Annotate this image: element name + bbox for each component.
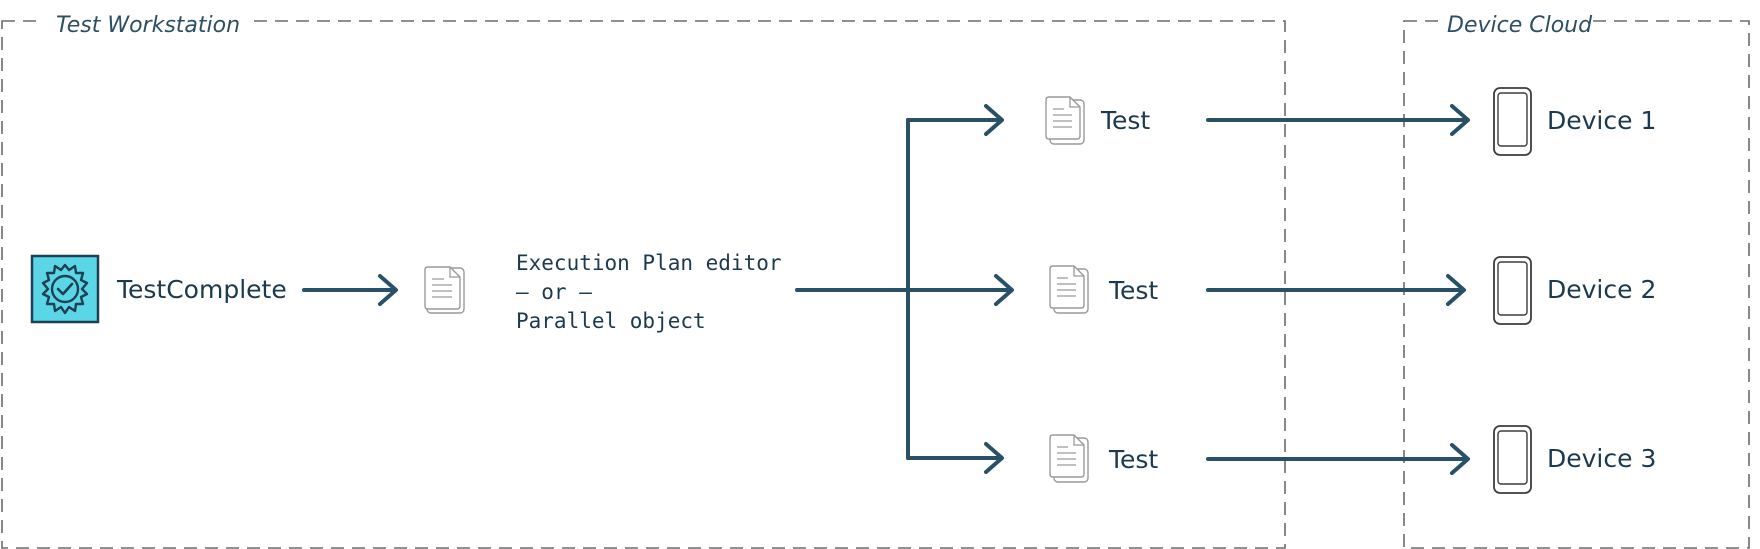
phone-icon: [1493, 425, 1532, 494]
document-icon: [1045, 96, 1085, 145]
test-label-2: Test: [1108, 276, 1158, 305]
cloud-label: Device Cloud: [1447, 13, 1593, 38]
document-icon: [1049, 434, 1089, 483]
plan-line-1: Execution Plan editor: [516, 251, 782, 275]
test-node-1: Test: [1045, 96, 1150, 145]
gear-check-icon: [30, 254, 100, 324]
device-node-1: Device 1: [1493, 87, 1656, 156]
device-node-3: Device 3: [1493, 425, 1656, 494]
phone-icon: [1493, 87, 1532, 156]
arrow-plan-to-tests: [795, 104, 1014, 474]
workstation-label: Test Workstation: [56, 13, 240, 38]
device-node-2: Device 2: [1493, 256, 1656, 325]
arrow-test-to-device-2: [1206, 274, 1466, 306]
document-icon: [424, 266, 465, 314]
group-device-cloud: Device Cloud: [1403, 6, 1750, 549]
arrow-test-to-device-3: [1206, 443, 1470, 475]
plan-line-2: – or –: [516, 280, 592, 304]
testcomplete-label: TestComplete: [116, 275, 287, 304]
workstation-frame: [1, 20, 1286, 549]
test-label-3: Test: [1108, 445, 1158, 474]
device-label-3: Device 3: [1547, 444, 1656, 473]
arrow-app-to-plan: [302, 274, 398, 306]
device-label-1: Device 1: [1547, 106, 1656, 135]
testcomplete-node: TestComplete: [30, 254, 287, 324]
test-label-1: Test: [1100, 106, 1150, 135]
device-label-2: Device 2: [1547, 275, 1656, 304]
test-node-2: Test: [1049, 265, 1158, 314]
group-test-workstation: Test Workstation: [1, 6, 1286, 549]
phone-icon: [1493, 256, 1532, 325]
test-node-3: Test: [1049, 434, 1158, 483]
document-icon: [1049, 265, 1089, 314]
plan-line-3: Parallel object: [516, 309, 706, 333]
arrow-test-to-device-1: [1206, 104, 1470, 136]
plan-node: Execution Plan editor – or – Parallel ob…: [424, 251, 782, 333]
